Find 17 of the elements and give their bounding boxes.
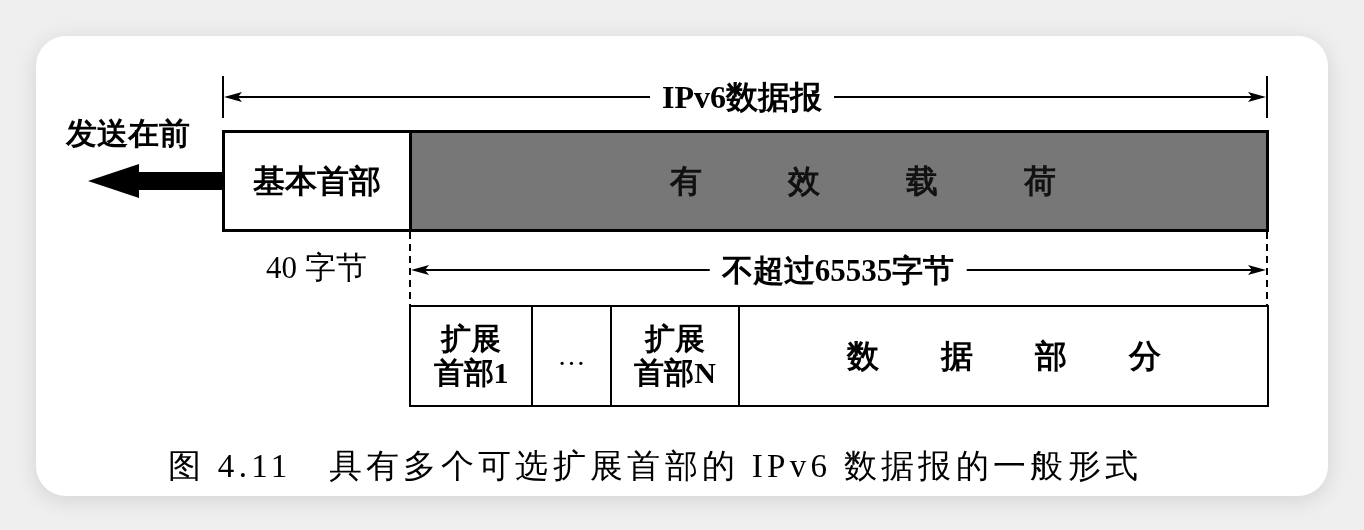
payload-segment [409, 130, 1269, 232]
segment-label: 扩展首部1 [432, 321, 510, 391]
ellipsis-segment [531, 305, 612, 407]
dimension-label: 不超过65535字节 [709, 254, 967, 286]
direction-label: 发送在前 [66, 118, 190, 149]
segment-label: … [557, 339, 586, 373]
figure-caption: 图 4.11 具有多个可选扩展首部的 IPv6 数据报的一般形式 [168, 450, 1143, 483]
extension-header-segment [610, 305, 740, 407]
segment-label: 扩展首部N [633, 321, 717, 391]
data-segment [738, 305, 1269, 407]
segment-label: 有 效 载 荷 [670, 162, 1056, 201]
dimension-label: IPv6数据报 [650, 81, 834, 113]
size-label: 40 字节 [266, 252, 367, 283]
segment-label: 数 据 部 分 [846, 337, 1161, 376]
header-segment [222, 130, 412, 232]
extension-header-segment [409, 305, 533, 407]
segment-label: 基本首部 [253, 162, 381, 201]
